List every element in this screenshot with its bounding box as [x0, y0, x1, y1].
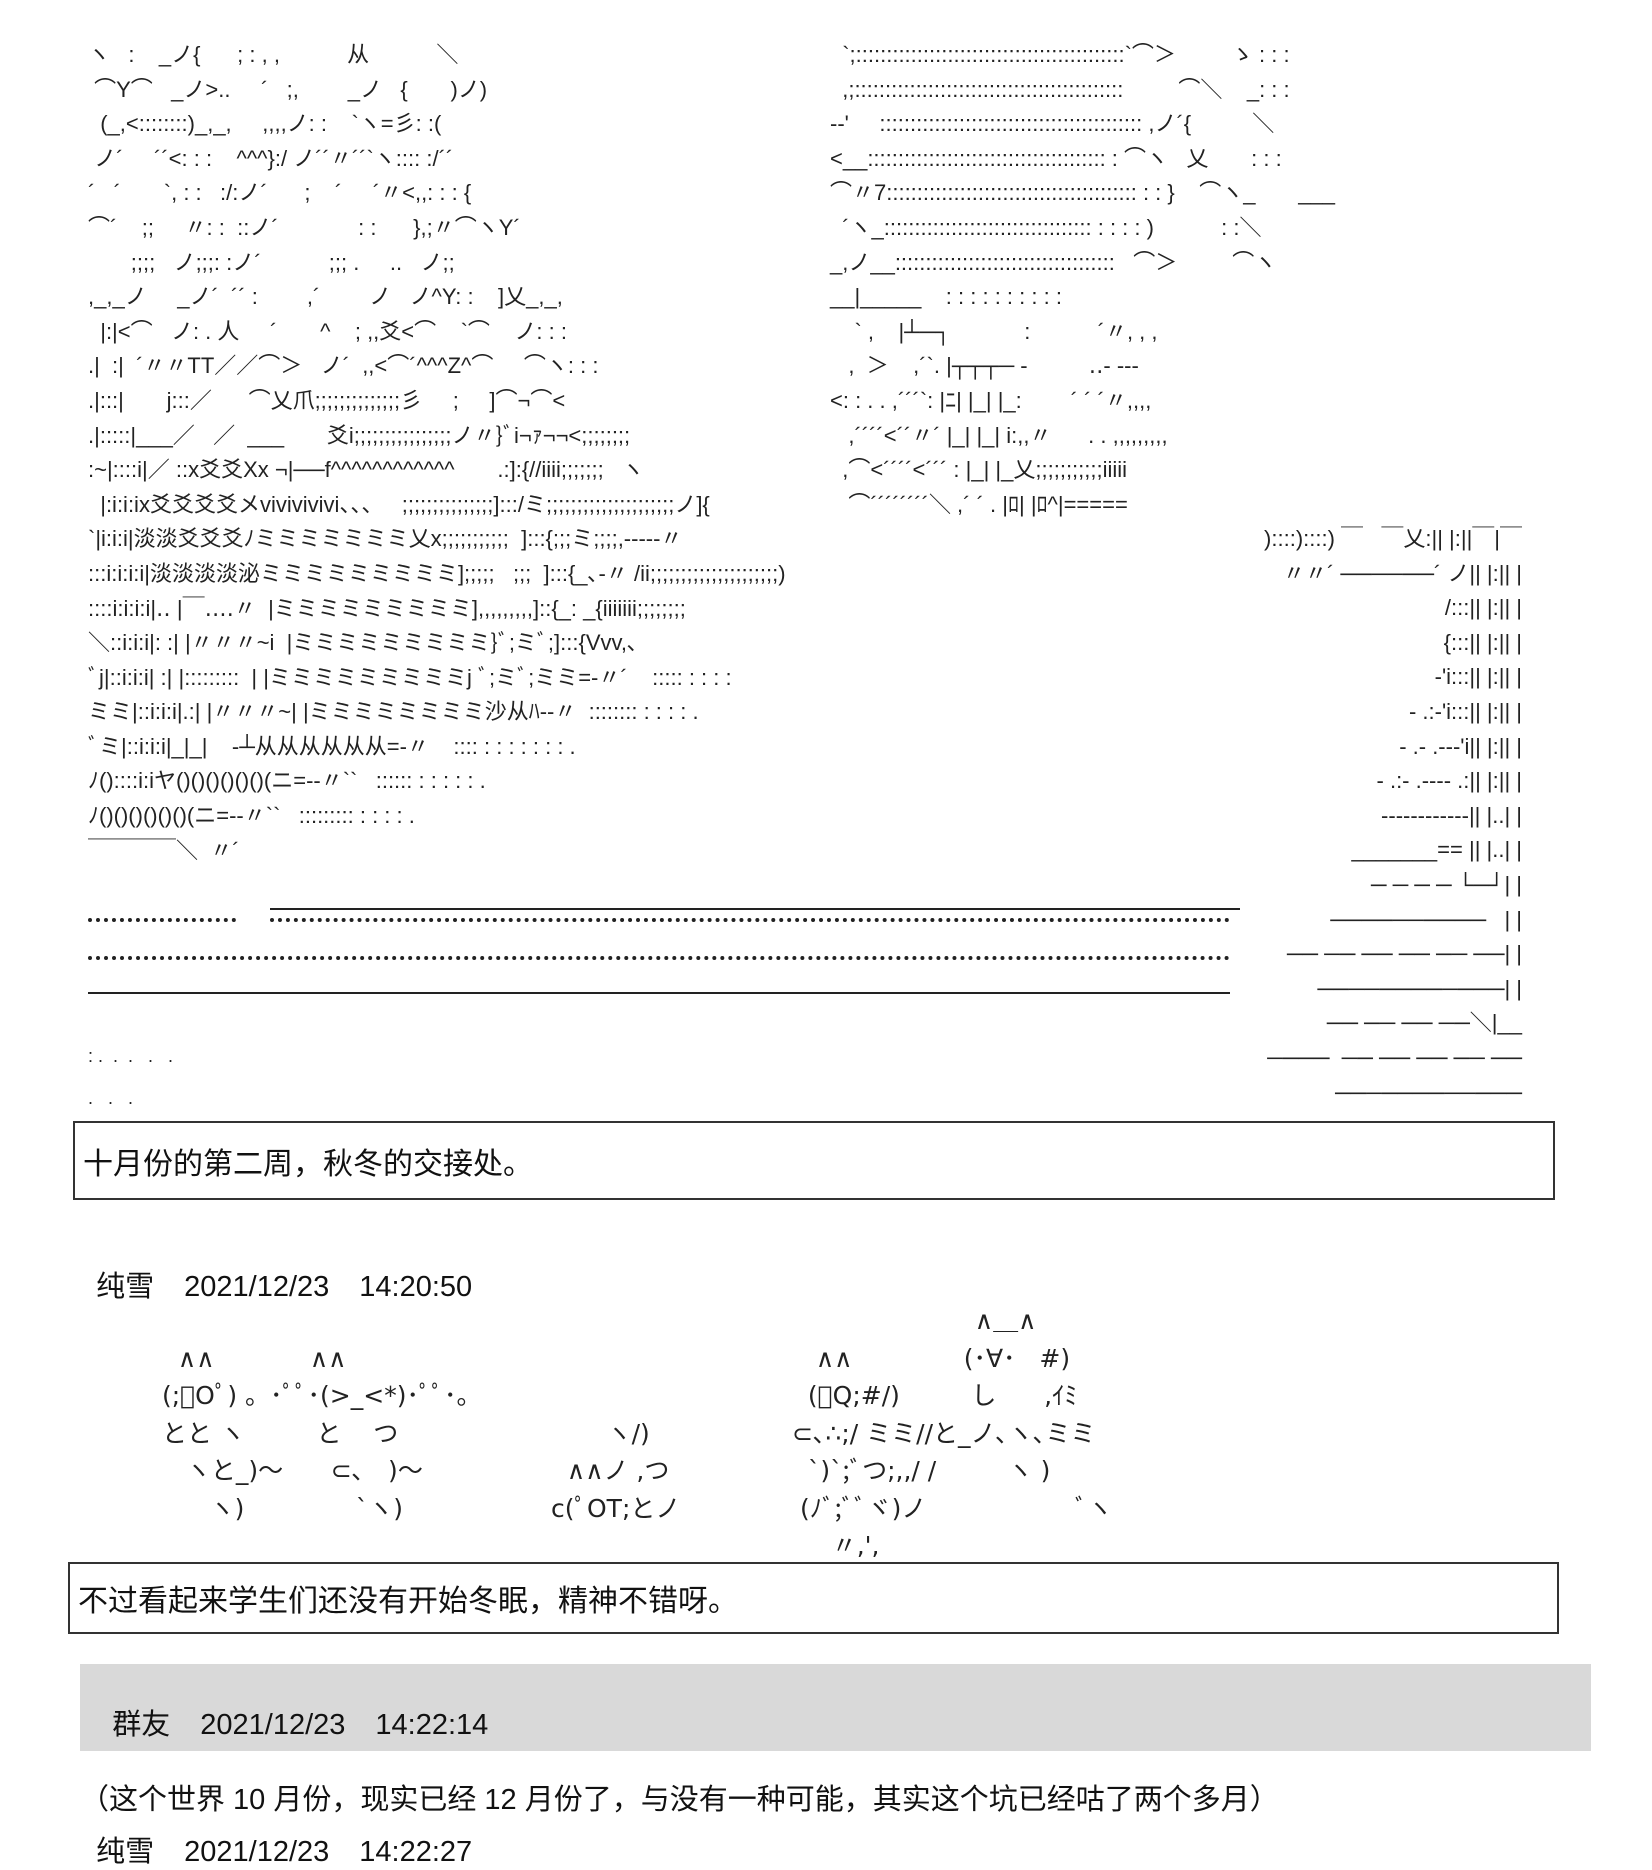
ascii-art-rule [88, 956, 1230, 960]
post-header: 纯雪 2021/12/23 14:20:50 [80, 1230, 472, 1305]
post-date: 2021/12/23 [184, 1271, 330, 1303]
poster-name: 纯雪 [96, 1271, 155, 1303]
reader-comment: 群友 2021/12/23 14:22:14 （这个世界 10 月份，现实已经 12… [80, 1664, 1591, 1816]
kaomoji-cats-art: ∧∧ ∧∧ (;ﾟOﾟ) 。･ﾟﾟ･(>_<*)･ﾟﾟ･。 とと ヽ と つ ヽ… [162, 1343, 482, 1523]
post-date: 2021/12/23 [184, 1836, 330, 1868]
ascii-art-rule [270, 918, 1230, 922]
kaomoji-rabbit-art: ヽ/) ∧∧ノ ,つ c(ﾟOT;とノ [551, 1418, 681, 1523]
ascii-art-dots: : . . . . . . . . [88, 1046, 174, 1108]
post-header: 纯雪 2021/12/23 14:22:27 [80, 1795, 472, 1870]
post-time: 14:20:50 [359, 1271, 473, 1303]
narration-text: 十月份的第二周，秋冬的交接处。 [83, 1147, 533, 1181]
ascii-art-scene-right: `;::::::::::::::::::::::::::::::::::::::… [830, 42, 1335, 517]
narration-box: 不过看起来学生们还没有开始冬眠，精神不错呀。 [68, 1562, 1559, 1634]
kaomoji-fight-art: ∧＿∧ ∧∧ (･∀･ #) (ﾟQ;#/) し ,ｲﾐ ⊂､∴;/ ミミ//と… [792, 1306, 1113, 1560]
ascii-art-pillar: )::::)::::) ￣ ￣乂:|| |:||￣|￣ 〃〃´ ──────´ … [1264, 526, 1522, 1105]
commenter-name: 群友 [112, 1709, 171, 1741]
poster-name: 纯雪 [96, 1836, 155, 1868]
narration-box: 十月份的第二周，秋冬的交接处。 [73, 1121, 1555, 1200]
comment-header: 群友 2021/12/23 14:22:14 [80, 1664, 1591, 1776]
comment-time: 14:22:14 [375, 1709, 489, 1741]
post-time: 14:22:27 [359, 1836, 473, 1868]
ascii-art-scene-left: ヽ : _ノ{ ; : , , 从 ＼ ⌒Y⌒ _ノ>.. ´ ;, _ノ { … [88, 42, 786, 863]
narration-text: 不过看起来学生们还没有开始冬眠，精神不错呀。 [78, 1585, 738, 1618]
comment-text: （这个世界 10 月份，现实已经 12 月份了，与没有一种可能，其实这个坑已经咕… [80, 1784, 1279, 1816]
ascii-art-rule [88, 918, 236, 922]
ascii-art-rule [88, 992, 1230, 994]
ascii-art-rule [270, 908, 1240, 910]
comment-date: 2021/12/23 [200, 1709, 346, 1741]
